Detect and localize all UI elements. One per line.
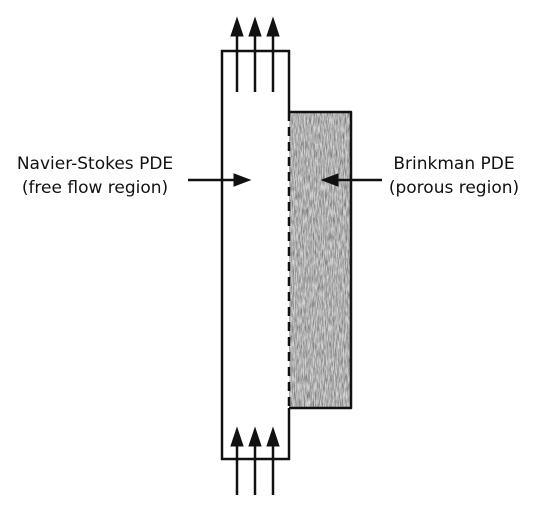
- outflow-arrow-2: [248, 16, 262, 92]
- inflow-arrow-3: [266, 426, 280, 495]
- outflow-arrow-1: [230, 16, 244, 92]
- inflow-arrows: [230, 426, 280, 495]
- outflow-arrows: [230, 16, 280, 92]
- free-flow-channel: [220, 49, 291, 461]
- inflow-arrow-2: [248, 426, 262, 495]
- free-flow-label-line1: Navier-Stokes PDE: [16, 154, 174, 174]
- porous-pointer-arrow: [320, 173, 382, 187]
- porous-region: [289, 110, 353, 410]
- porous-label: Brinkman PDE (porous region): [372, 152, 536, 200]
- free-flow-pointer-arrow: [188, 173, 252, 187]
- outflow-arrow-3: [266, 16, 280, 92]
- free-flow-label-line2: (free flow region): [21, 178, 169, 198]
- porous-label-line1: Brinkman PDE: [393, 154, 515, 174]
- inflow-arrow-1: [230, 426, 244, 495]
- free-flow-label: Navier-Stokes PDE (free flow region): [6, 152, 184, 200]
- porous-label-line2: (porous region): [388, 178, 520, 198]
